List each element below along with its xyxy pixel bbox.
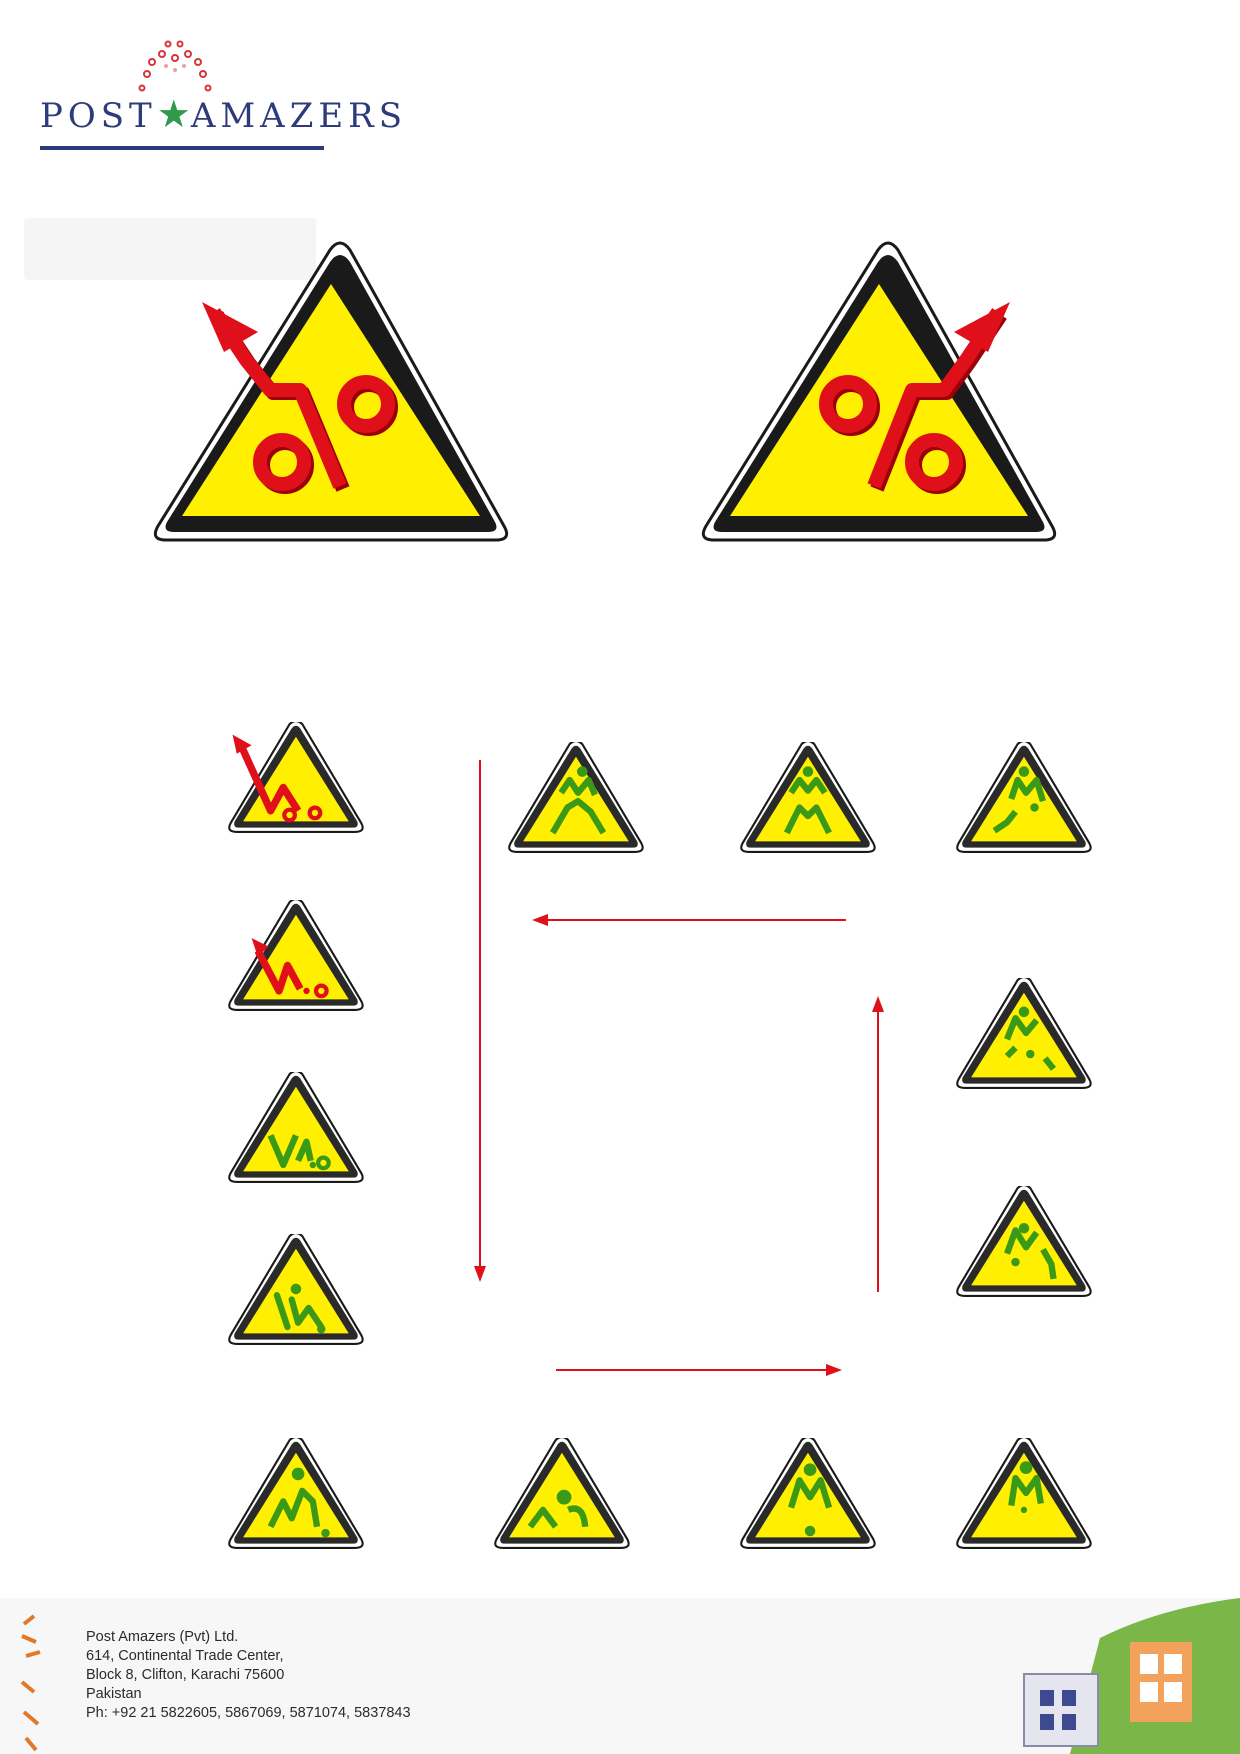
green-figure-sign-6 xyxy=(494,1438,630,1549)
footer-phone: Ph: +92 21 5822605, 5867069, 5871074, 58… xyxy=(86,1705,411,1721)
percent-up-left-sign xyxy=(153,241,509,542)
falling-percent-sign-2 xyxy=(228,900,364,1011)
green-figure-sign-7 xyxy=(740,1438,876,1549)
percent-up-right-sign xyxy=(701,241,1057,542)
green-figure-sign-8 xyxy=(956,1438,1092,1549)
footer-country: Pakistan xyxy=(86,1686,142,1702)
brand-post: POST xyxy=(40,96,157,136)
footer-corner-decoration-icon xyxy=(20,1614,41,1752)
flow-arrow-down xyxy=(474,760,486,1282)
scan-smudge xyxy=(24,218,316,280)
green-figure-sign-10 xyxy=(956,978,1092,1089)
company-logo: POST★AMAZERS xyxy=(24,18,402,150)
logo-star-icon: ★ xyxy=(156,92,191,136)
green-figure-sign-4 xyxy=(228,1234,364,1345)
green-figure-sign-5 xyxy=(228,1438,364,1549)
green-figure-sign-13 xyxy=(508,742,644,853)
flow-arrow-up xyxy=(872,996,884,1292)
flow-arrow-right xyxy=(556,1364,842,1376)
green-figure-sign-12 xyxy=(740,742,876,853)
footer-address-block: Post Amazers (Pvt) Ltd. 614, Continental… xyxy=(86,1628,411,1723)
brand-amazers: AMAZERS xyxy=(190,96,408,136)
footer-building-illustration-icon xyxy=(1023,1598,1240,1754)
flow-arrow-left xyxy=(532,914,846,926)
green-figure-sign-9 xyxy=(956,1186,1092,1297)
footer-address-line-2: Block 8, Clifton, Karachi 75600 xyxy=(86,1667,285,1683)
falling-percent-sign-1 xyxy=(228,722,364,833)
footer-address-line-1: 614, Continental Trade Center, xyxy=(86,1648,284,1664)
logo-underline xyxy=(40,146,324,150)
logo-wordmark: POST★AMAZERS xyxy=(40,92,407,136)
green-figure-sign-3 xyxy=(228,1072,364,1183)
footer-company: Post Amazers (Pvt) Ltd. xyxy=(86,1629,239,1645)
green-figure-sign-11 xyxy=(956,742,1092,853)
logo-dot-burst-icon xyxy=(138,40,212,92)
